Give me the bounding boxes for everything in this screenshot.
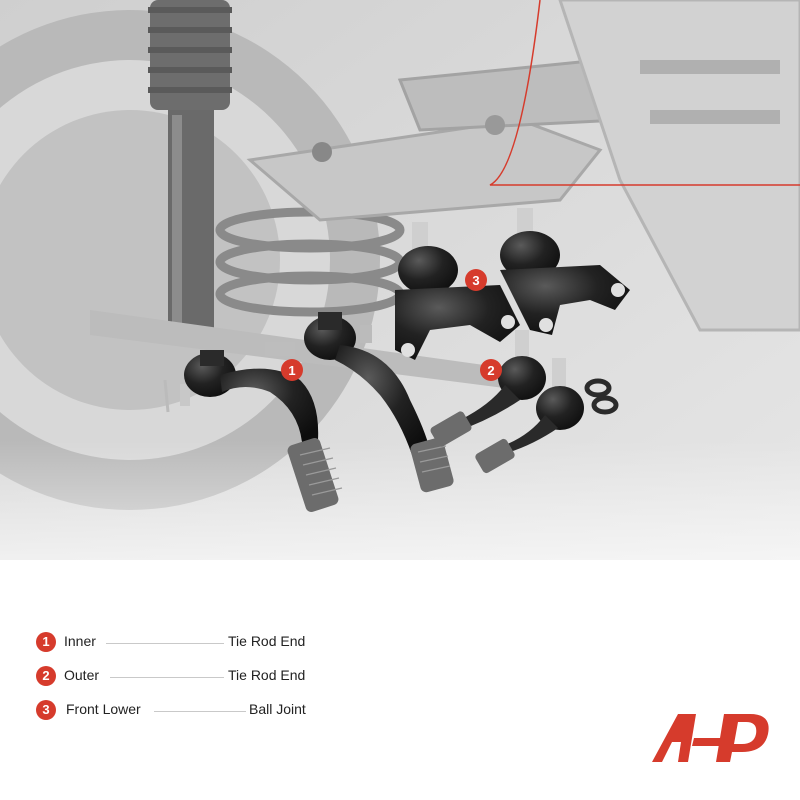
a-premium-logo-icon (652, 714, 769, 762)
outer-tie-rod-end-left (430, 330, 546, 447)
svg-text:3: 3 (472, 273, 479, 288)
legend-badge-3: 3 (36, 700, 56, 720)
legend-value-inner: Tie Rod End (228, 633, 306, 649)
outer-tie-rod-end-right (475, 358, 584, 474)
inner-tie-rod-end-left (163, 350, 343, 512)
front-lower-ball-joint-right (500, 208, 630, 335)
legend-badge-2: 2 (36, 666, 56, 686)
legend-row-outer: 2 Outer Tie Rod End (36, 666, 326, 688)
inner-tie-rod-end-right (265, 312, 454, 493)
legend-divider (106, 643, 224, 644)
lock-washers (584, 378, 619, 415)
svg-text:2: 2 (487, 363, 494, 378)
legend-row-front-lower: 3 Front Lower Ball Joint (36, 700, 326, 722)
legend-divider (154, 711, 246, 712)
legend-row-inner: 1 Inner Tie Rod End (36, 632, 326, 654)
legend-value-front-lower: Ball Joint (249, 701, 306, 717)
legend-badge-1: 1 (36, 632, 56, 652)
legend-divider (110, 677, 224, 678)
legend-label-inner: Inner (64, 633, 96, 649)
callout-1-badge: 1 (281, 359, 303, 381)
callout-2-badge: 2 (480, 359, 502, 381)
svg-text:1: 1 (288, 363, 295, 378)
legend-label-front-lower: Front Lower (66, 701, 141, 717)
legend-label-outer: Outer (64, 667, 100, 683)
front-lower-ball-joint-left (395, 222, 520, 360)
legend-value-outer: Tie Rod End (228, 667, 306, 683)
callout-3-badge: 3 (465, 269, 487, 291)
